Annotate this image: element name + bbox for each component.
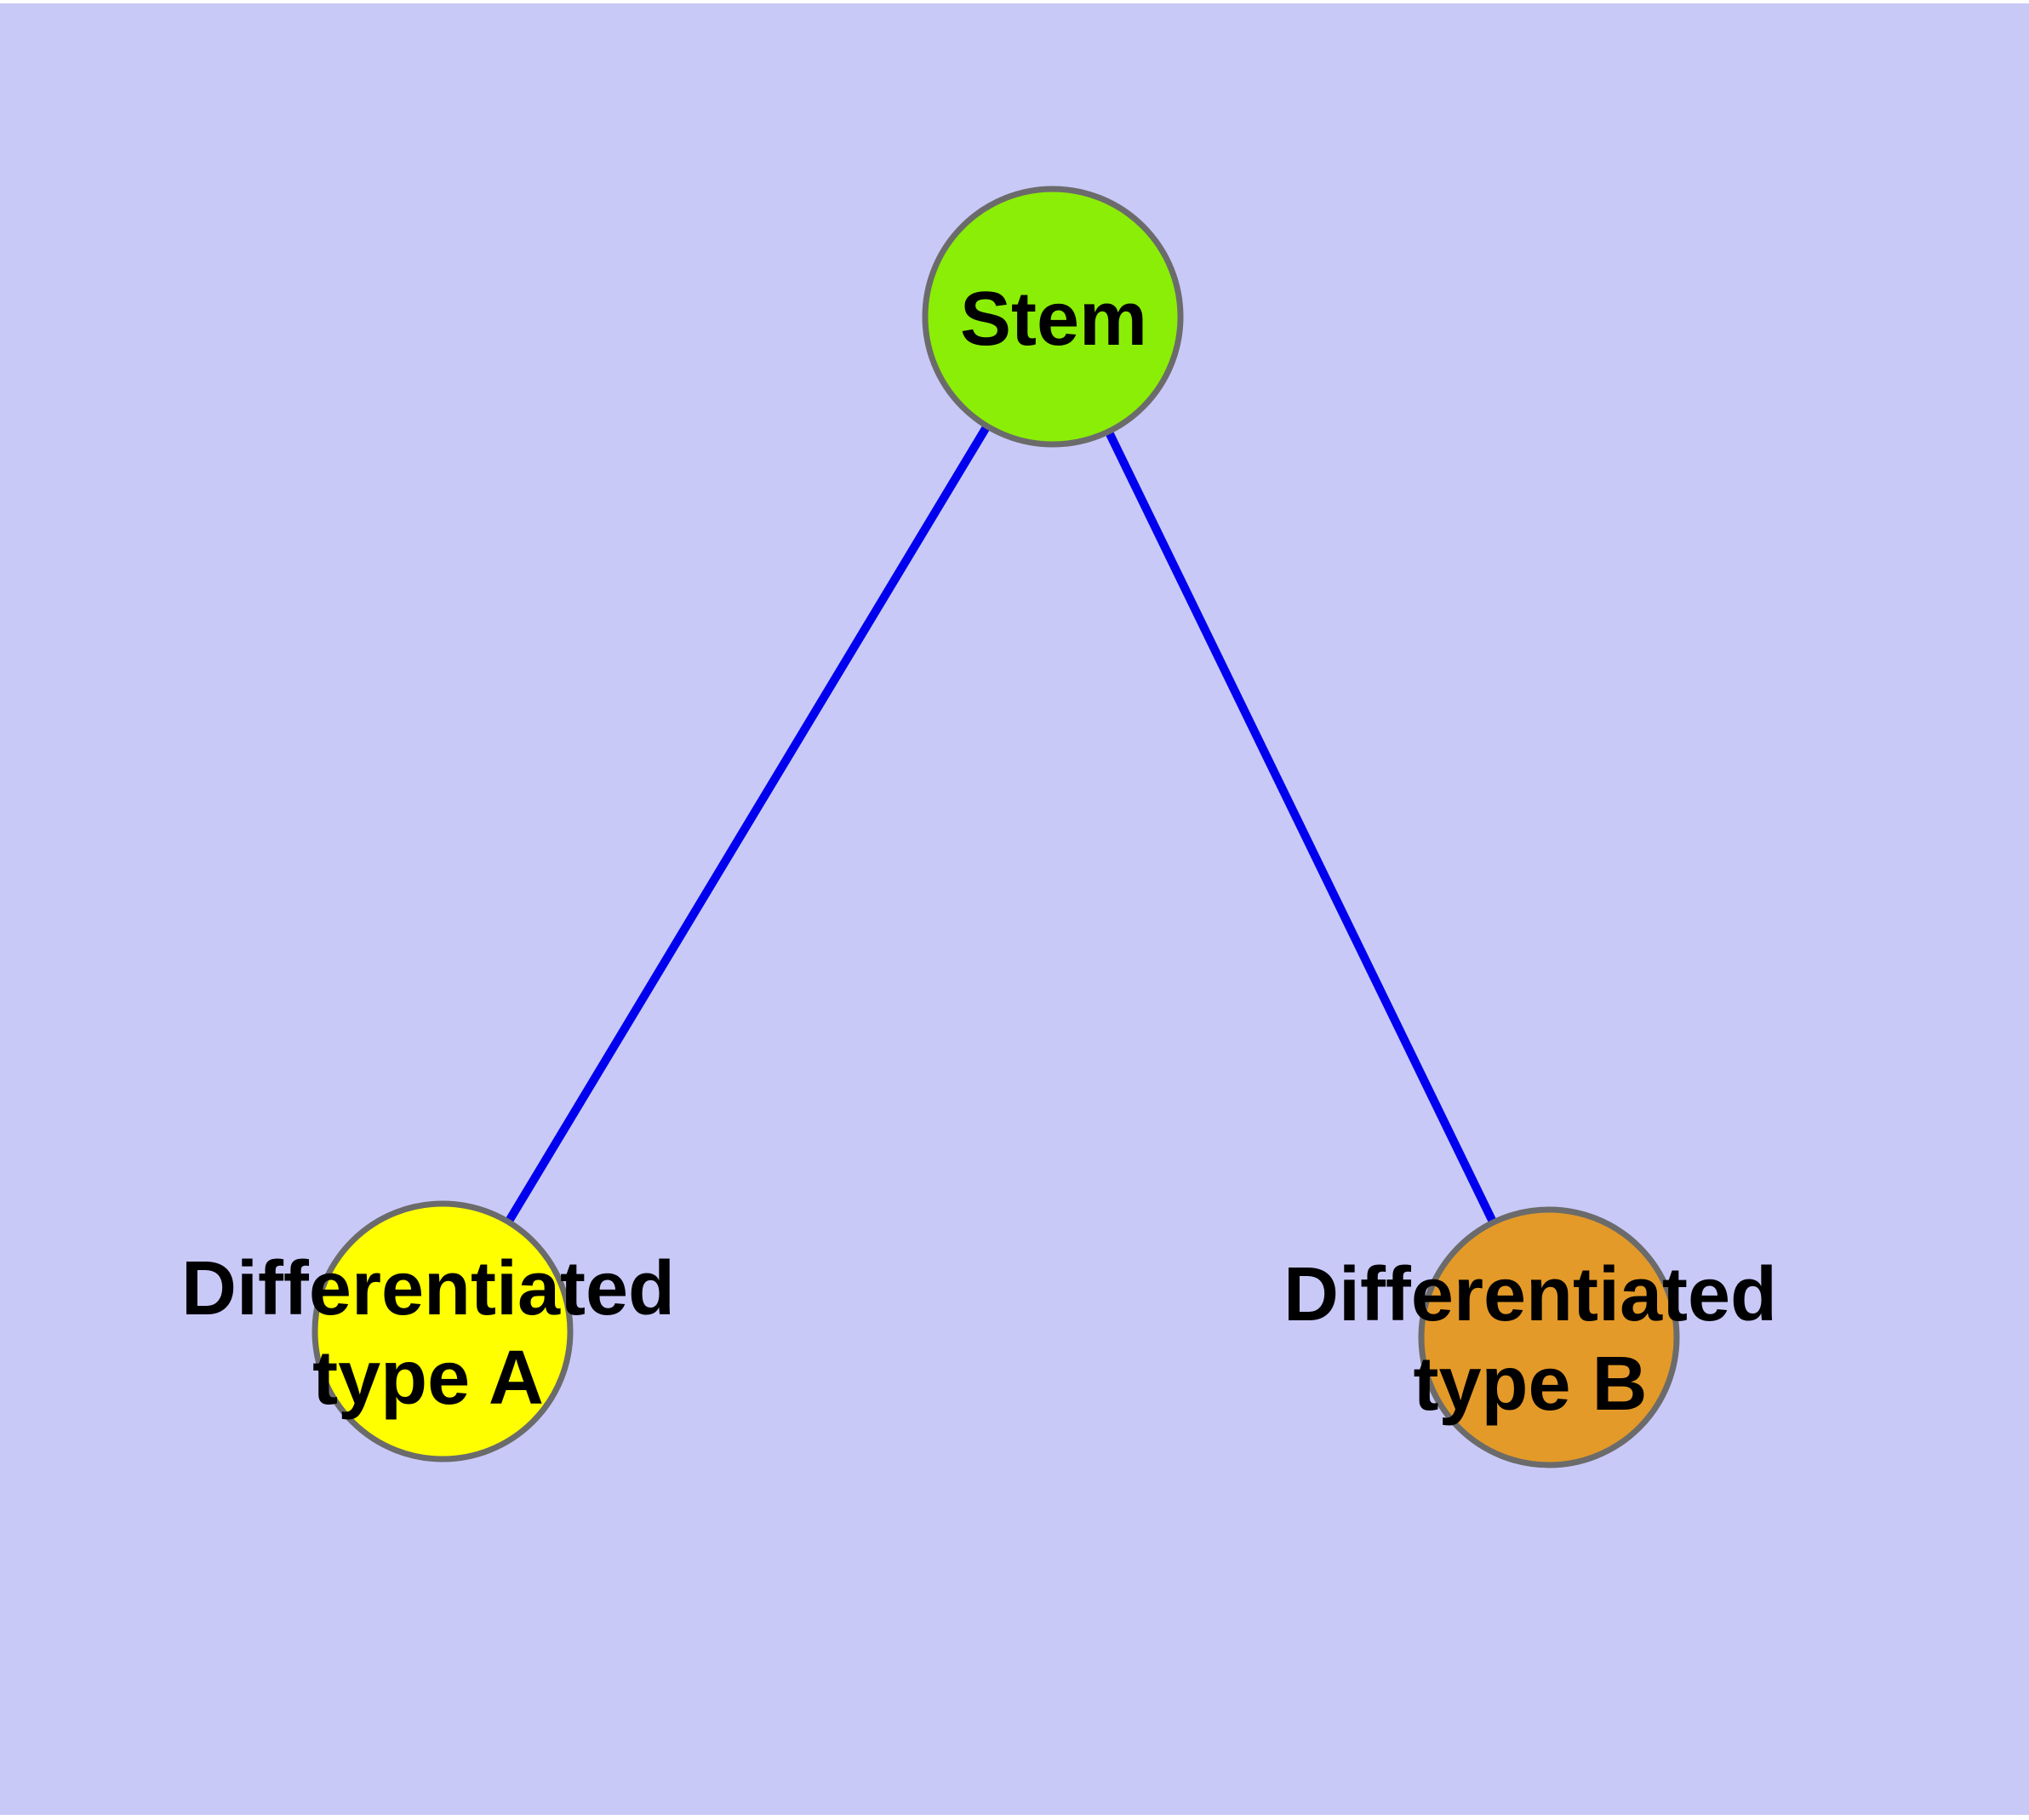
node-type-a-label-line2: type A <box>312 1336 544 1421</box>
node-stem-label: Stem <box>960 277 1147 362</box>
node-type-a-label-line1: Differentiated <box>181 1246 675 1331</box>
node-stem-circle <box>922 186 1184 448</box>
node-type-a-circle <box>311 1200 574 1462</box>
edge-stem-to-type-a <box>438 314 1057 1334</box>
node-type-b-label-line2: type B <box>1413 1342 1647 1427</box>
node-type-b-circle <box>1418 1206 1680 1468</box>
edge-stem-to-type-b <box>1049 314 1553 1340</box>
node-type-b-label-line1: Differentiated <box>1283 1252 1777 1337</box>
